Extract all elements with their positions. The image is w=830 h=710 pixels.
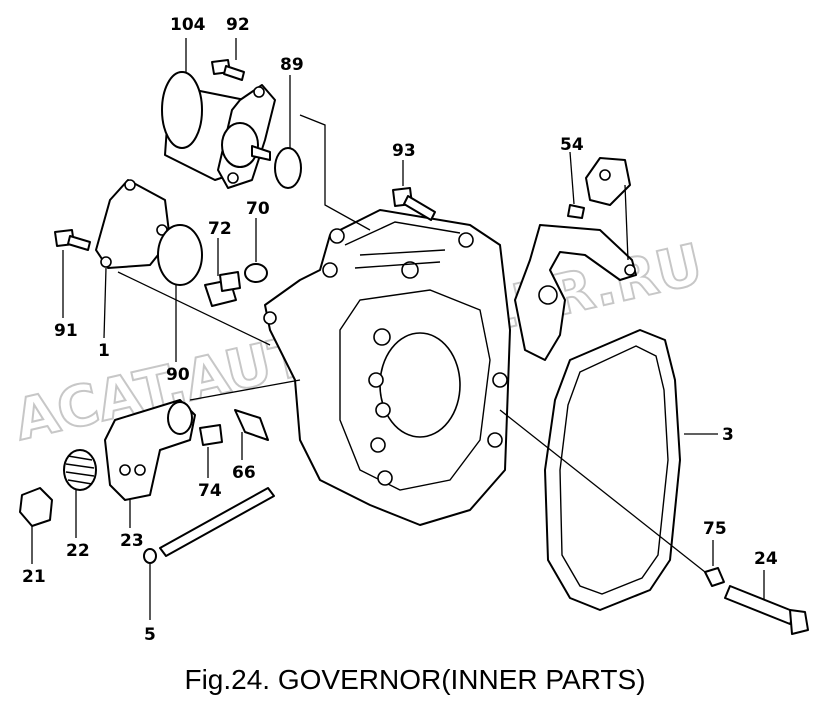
callout-89: 89 [280, 55, 304, 75]
nut-75 [704, 567, 725, 587]
washer-70 [244, 263, 268, 283]
leader-lines [31, 38, 765, 620]
spring-22 [63, 449, 97, 491]
o-ring-89 [274, 147, 302, 189]
callout-5: 5 [144, 625, 156, 645]
plate-66 [234, 409, 269, 441]
callout-74: 74 [198, 481, 222, 501]
o-ring-90 [157, 224, 203, 286]
callout-93: 93 [392, 141, 416, 161]
callout-91: 91 [54, 321, 78, 341]
callout-92: 92 [226, 15, 250, 35]
bolt-93 [392, 187, 436, 221]
gasket-1 [95, 179, 171, 269]
lever-assembly-54 [514, 157, 637, 361]
callout-1: 1 [98, 341, 110, 361]
governor-housing [263, 209, 511, 526]
bracket-23 [104, 399, 196, 501]
callout-21: 21 [22, 567, 46, 587]
bolt-24 [724, 585, 809, 635]
callout-3: 3 [722, 425, 734, 445]
solenoid-104 [161, 71, 276, 189]
bolt-92 [211, 59, 245, 81]
bolt-91 [54, 229, 91, 251]
shaft-5 [143, 487, 275, 564]
callout-72: 72 [208, 219, 232, 239]
callout-22: 22 [66, 541, 90, 561]
plug-72 [204, 271, 241, 307]
callouts: 104 92 89 93 54 70 72 91 1 90 3 23 74 66… [22, 15, 778, 645]
callout-90: 90 [166, 365, 190, 385]
callout-54: 54 [560, 135, 584, 155]
bolt-74 [199, 424, 223, 446]
callout-23: 23 [120, 531, 144, 551]
plug-21 [19, 487, 53, 527]
callout-24: 24 [754, 549, 778, 569]
callout-66: 66 [232, 463, 256, 483]
callout-104: 104 [170, 15, 206, 35]
figure-caption: Fig.24. GOVERNOR(INNER PARTS) [184, 664, 646, 695]
callout-70: 70 [246, 199, 270, 219]
callout-75: 75 [703, 519, 727, 539]
gasket-3 [544, 329, 681, 611]
